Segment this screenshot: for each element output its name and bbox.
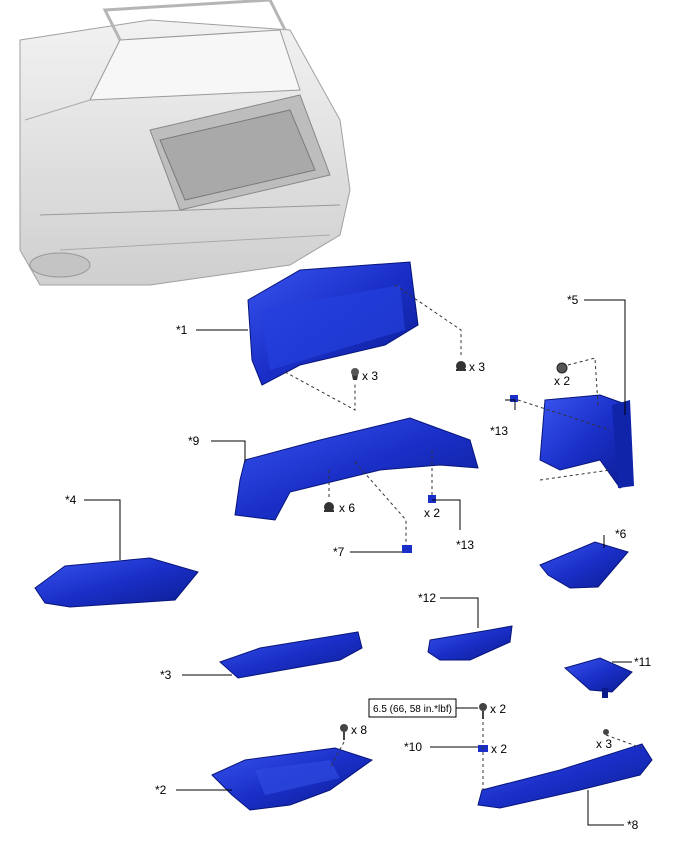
clip-icon [324, 502, 334, 512]
callout-13-lower: *13 [456, 538, 474, 552]
part-9 [234, 417, 479, 521]
callout-7: *7 [333, 545, 345, 559]
callout-5: *5 [567, 293, 579, 307]
qty-clip-1: x 3 [362, 369, 378, 383]
part-5 [539, 394, 634, 489]
leader-lines [84, 299, 632, 826]
vehicle-illustration [19, 0, 351, 286]
part-4 [34, 557, 199, 608]
qty-bolt-2: x 8 [351, 723, 367, 737]
clip-icon [351, 368, 359, 380]
callout-11: *11 [634, 655, 651, 669]
callout-4: *4 [65, 493, 77, 507]
part-2 [211, 747, 374, 811]
qty-clip-13: x 2 [424, 506, 440, 520]
callout-13-upper: *13 [490, 424, 508, 438]
callout-9: *9 [188, 434, 200, 448]
qty-clip-5: x 2 [554, 374, 570, 388]
qty-clip-10: x 2 [491, 742, 507, 756]
part-11 [563, 657, 633, 698]
bolt-icon [340, 724, 348, 740]
part-7 [402, 545, 412, 553]
bolt-icon [479, 703, 487, 719]
callout-12: *12 [418, 591, 436, 605]
fastener-symbols [324, 361, 609, 740]
qty-clip-9: x 6 [339, 501, 355, 515]
part-3 [219, 631, 363, 679]
screw-icon [603, 729, 609, 735]
callout-10: *10 [404, 740, 422, 754]
callout-6: *6 [615, 527, 627, 541]
part-1 [247, 261, 419, 386]
qty-screw-8: x 3 [596, 737, 612, 751]
part-12 [427, 625, 513, 661]
callout-1: *1 [176, 323, 188, 337]
torque-spec: 6.5 (66, 58 in.*lbf) [373, 704, 452, 715]
clip-icon [556, 362, 568, 374]
qty-clip-2: x 3 [469, 360, 485, 374]
callout-2: *2 [155, 783, 167, 797]
dashed-guides [284, 284, 643, 790]
callout-3: *3 [160, 668, 172, 682]
clip-icon [456, 361, 466, 371]
callout-8: *8 [627, 818, 639, 832]
qty-bolt-10: x 2 [490, 702, 506, 716]
part-13-lower [428, 495, 436, 503]
part-6 [539, 541, 629, 589]
part-8 [477, 743, 653, 809]
part-13-upper [510, 395, 518, 402]
